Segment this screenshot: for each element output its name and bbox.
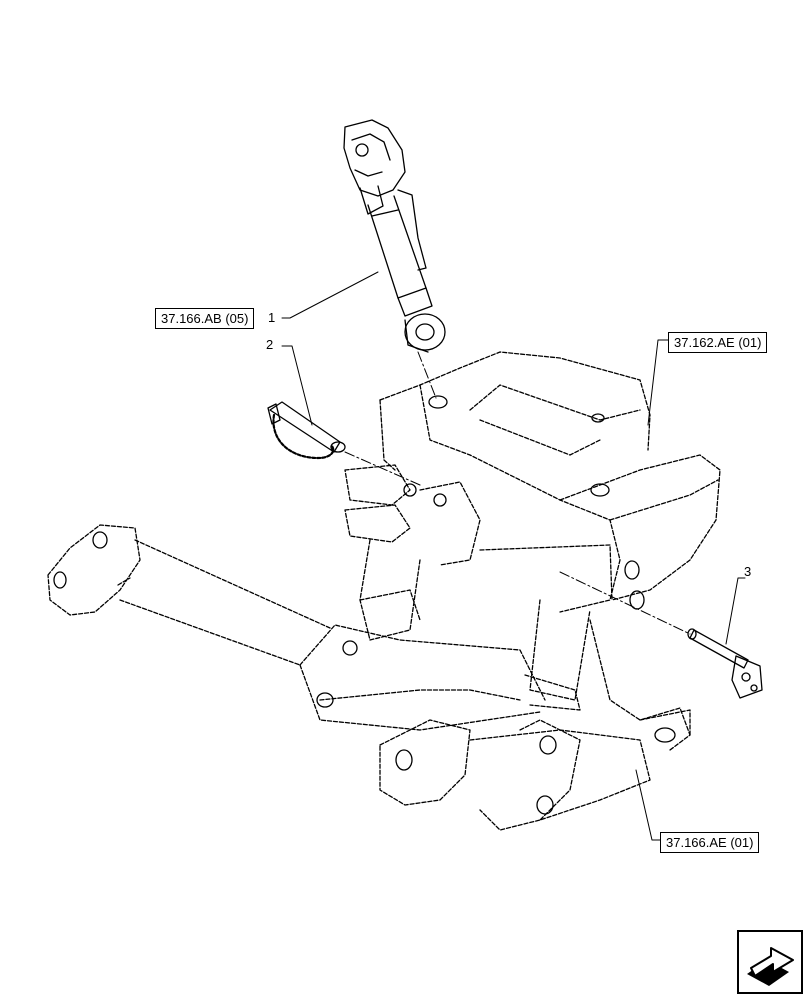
reference-link-37-166-ab-05[interactable]: 37.166.AB (05) (155, 308, 255, 329)
next-page-arrow-icon[interactable] (737, 930, 803, 994)
alignment-lines (344, 351, 691, 635)
hitch-frame (299, 351, 721, 831)
chain-pin-part (267, 401, 346, 460)
callout-2: 2 (266, 337, 274, 352)
lower-arm (47, 524, 331, 666)
callout-3: 3 (744, 564, 752, 579)
leader-lines (281, 271, 746, 841)
reference-link-37-162-ae-01[interactable]: 37.162.AE (01) (668, 332, 768, 353)
callout-1: 1 (268, 310, 276, 325)
reference-link-37-166-ae-01[interactable]: 37.166.AE (01) (660, 832, 760, 853)
arrow-icon-graphic (737, 930, 803, 994)
top-link-part (343, 119, 446, 353)
frame-details (53, 395, 676, 815)
pin-part (687, 628, 763, 699)
